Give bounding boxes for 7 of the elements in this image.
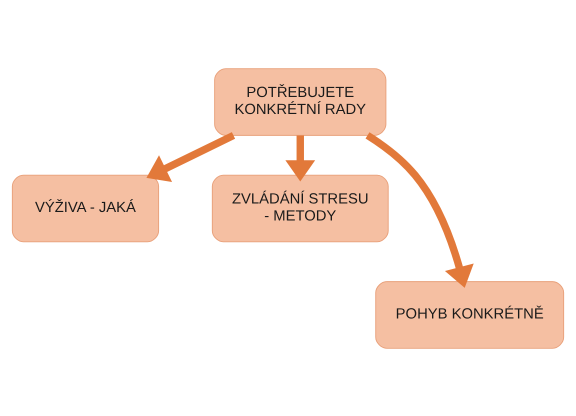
node-box: POTŘEBUJETE KONKRÉTNÍ RADY: [214, 68, 386, 136]
arrow: [146, 132, 236, 182]
arrow: [366, 132, 474, 288]
arrow: [285, 134, 316, 182]
node-box: ZVLÁDÁNÍ STRESU - METODY: [212, 174, 389, 242]
node-box: POHYB KONKRÉTNĚ: [375, 280, 564, 348]
node-box: VÝŽIVA - JAKÁ: [12, 174, 160, 242]
